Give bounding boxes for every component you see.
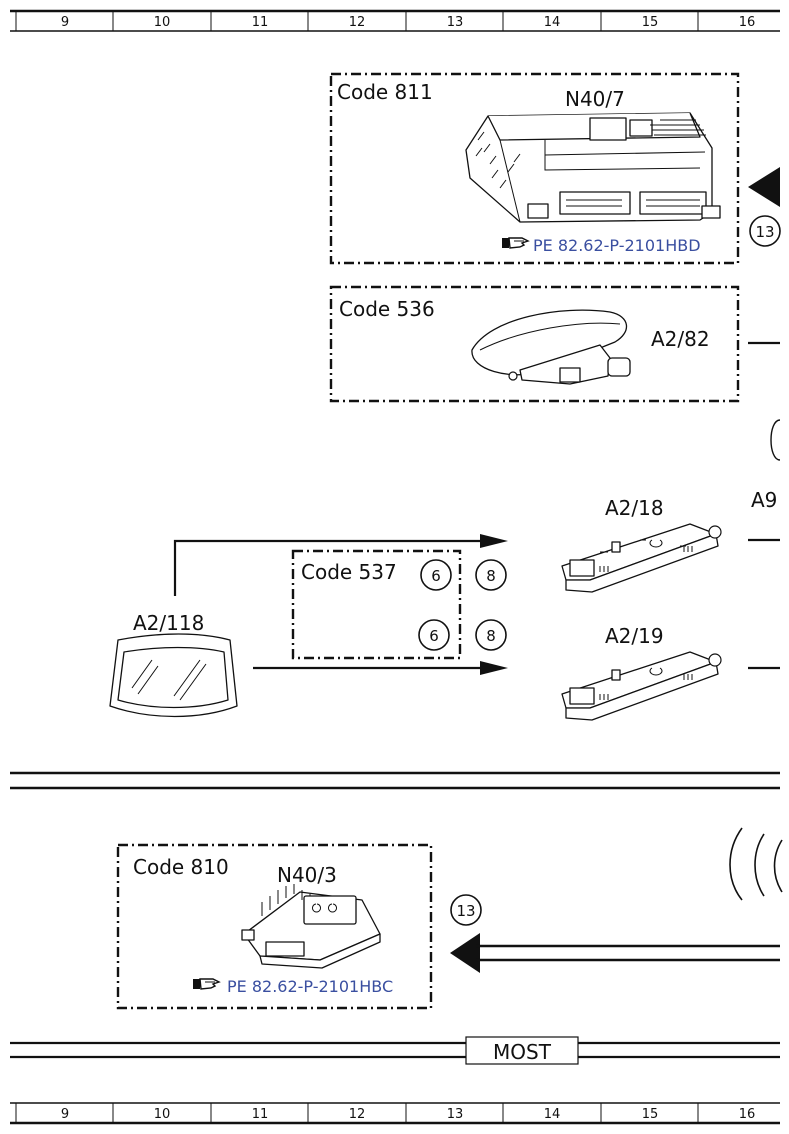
most-bus-label: MOST xyxy=(493,1040,552,1064)
ruler-col-11: 11 xyxy=(252,1107,269,1122)
ruler-col-14: 14 xyxy=(544,1107,561,1122)
ruler-col-12: 12 xyxy=(349,15,366,30)
top-column-ruler: 9 10 11 12 13 14 15 16 xyxy=(10,9,780,32)
a2-118-label: A2/118 xyxy=(133,611,204,635)
ruler-col-14: 14 xyxy=(544,15,561,30)
code-810-block: Code 810 N40/3 PE 82.62-P-2101HBC 13 xyxy=(116,843,780,1010)
n40-7-label: N40/7 xyxy=(565,87,625,111)
ruler-col-16: 16 xyxy=(739,15,756,30)
a2-19-module-drawing xyxy=(561,651,722,721)
a2-18-module-drawing xyxy=(561,523,722,593)
ruler-col-15: 15 xyxy=(642,1107,659,1122)
n40-7-unit-drawing xyxy=(465,112,721,223)
ruler-col-13: 13 xyxy=(447,1107,464,1122)
a2-118-block: A2/118 xyxy=(109,534,508,718)
n40-3-reference-link[interactable]: PE 82.62-P-2101HBC xyxy=(227,977,393,996)
connection-13-badge-top: 13 xyxy=(755,223,774,241)
partial-component-edge xyxy=(770,419,781,461)
arrow-icon xyxy=(480,534,508,548)
ruler-col-9: 9 xyxy=(61,1107,69,1122)
code-536-label: Code 536 xyxy=(339,297,435,321)
arrow-icon xyxy=(480,661,508,675)
a9-partial-label: A9 xyxy=(751,488,777,512)
n40-3-label: N40/3 xyxy=(277,863,337,887)
code-811-frame xyxy=(329,72,740,265)
signal-waves-icon xyxy=(729,827,783,901)
code-810-frame xyxy=(116,843,433,1010)
connection-6-badge-upper: 6 xyxy=(431,567,441,585)
a2-82-antenna-drawing xyxy=(471,309,631,385)
connection-13-badge-bottom: 13 xyxy=(456,902,475,920)
a2-118-windshield-drawing xyxy=(109,633,238,718)
ruler-col-16: 16 xyxy=(739,1107,756,1122)
connection-6-badge-lower: 6 xyxy=(429,627,439,645)
a2-19-block: A2/19 xyxy=(561,624,780,721)
code-537-block: Code 537 6 8 6 8 xyxy=(291,549,507,660)
a2-18-block: A2/18 xyxy=(561,496,780,593)
ruler-col-12: 12 xyxy=(349,1107,366,1122)
n40-7-reference-link[interactable]: PE 82.62-P-2101HBD xyxy=(533,236,701,255)
code-537-label: Code 537 xyxy=(301,560,397,584)
a2-19-label: A2/19 xyxy=(605,624,664,648)
most-bus: MOST xyxy=(10,1036,780,1065)
code-810-label: Code 810 xyxy=(133,855,229,879)
ruler-col-15: 15 xyxy=(642,15,659,30)
code-536-frame xyxy=(329,285,740,403)
bottom-column-ruler: 9 10 11 12 13 14 15 16 xyxy=(10,1102,780,1125)
a2-18-label: A2/18 xyxy=(605,496,664,520)
ruler-col-10: 10 xyxy=(154,1107,171,1122)
code-811-block: Code 811 N40/7 PE 82.62-P-2101HBD xyxy=(329,72,781,265)
code-537-frame xyxy=(291,549,462,660)
code-811-label: Code 811 xyxy=(337,80,433,104)
n40-3-amplifier-drawing xyxy=(241,884,381,969)
code-536-block: Code 536 A2/82 xyxy=(329,285,780,403)
ruler-col-13: 13 xyxy=(447,15,464,30)
a2-82-label: A2/82 xyxy=(651,327,710,351)
ruler-col-10: 10 xyxy=(154,15,171,30)
ruler-col-11: 11 xyxy=(252,15,269,30)
arrow-icon xyxy=(748,167,780,207)
connection-8-badge-upper: 8 xyxy=(486,567,496,585)
connection-8-badge-lower: 8 xyxy=(486,627,496,645)
pointing-hand-icon xyxy=(502,237,530,249)
ruler-col-9: 9 xyxy=(61,15,69,30)
arrow-icon xyxy=(450,933,480,973)
pointing-hand-icon xyxy=(193,978,221,990)
